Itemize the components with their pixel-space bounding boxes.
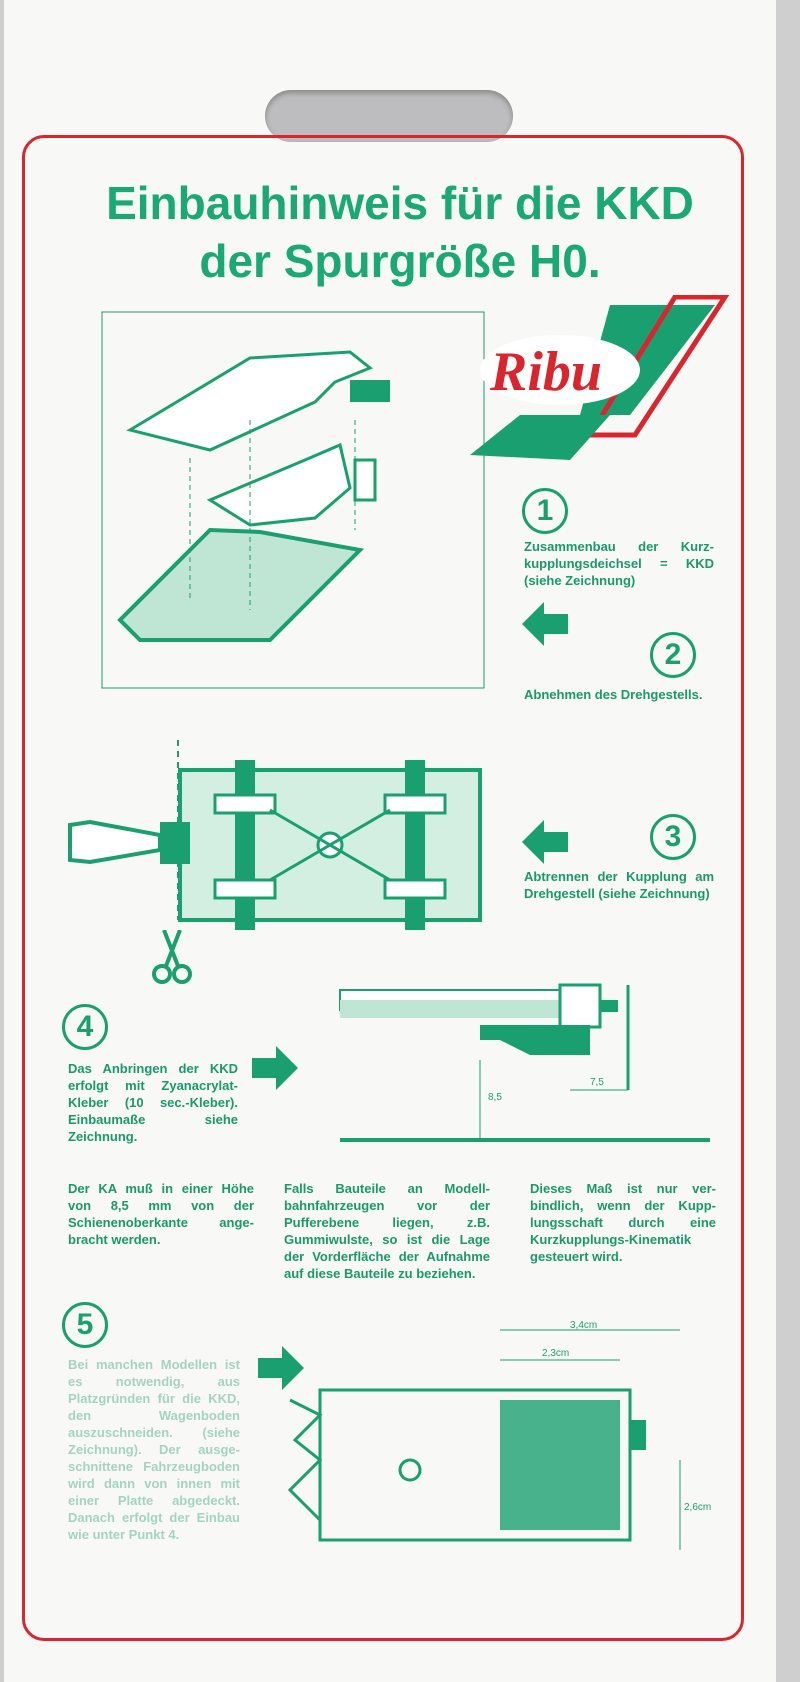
assembly-drawing — [101, 311, 485, 689]
note-column-3: Dieses Maß ist nur ver­bindlich, wenn de… — [530, 1181, 716, 1264]
bogie-drawing — [68, 740, 482, 930]
dim-3-4cm: 3,4cm — [570, 1320, 597, 1331]
hang-hole — [265, 90, 513, 142]
arrow-right-icon — [252, 1046, 298, 1090]
step-1-circle: 1 — [522, 488, 568, 534]
note-column-1: Der KA muß in einer Höhe von 8,5 mm von … — [68, 1181, 254, 1247]
title-line-1: Einbauhinweis für die KKD — [106, 177, 694, 229]
mounting-dimensions-drawing: 7,5 8,5 — [339, 983, 710, 1142]
red-border-frame — [22, 135, 744, 1641]
scissors-icon — [152, 930, 192, 984]
step-4-text: Das Anbringen der KKD erfolgt mit Zyanac… — [68, 1061, 238, 1144]
note-column-2: Falls Bauteile an Modell­bahnfahrzeugen … — [284, 1181, 490, 1281]
step-5-circle: 5 — [62, 1302, 108, 1348]
dim-2-6cm: 2,6cm — [684, 1502, 711, 1513]
step-2-text: Abnehmen des Drehge­stells. — [524, 687, 703, 702]
ribu-logo: Ribu — [470, 295, 730, 460]
step-3-text: Abtrennen der Kupplung am Drehgestell (s… — [524, 869, 714, 901]
step-1-text: Zusammenbau der Kurz­kupplungsdeichsel =… — [524, 539, 714, 588]
arrow-right-icon — [258, 1346, 304, 1390]
arrow-left-icon — [522, 602, 568, 646]
arrow-left-icon — [522, 820, 568, 864]
step-4-circle: 4 — [62, 1004, 108, 1050]
dim-8-5: 8,5 — [488, 1092, 502, 1103]
title-line-2: der Spurgröße H0. — [199, 235, 601, 287]
step-2-circle: 2 — [650, 632, 696, 678]
step-5-text: Bei manchen Modellen ist es notwendig, a… — [68, 1357, 240, 1542]
dim-7-5: 7,5 — [590, 1077, 604, 1088]
logo-text: Ribu — [489, 341, 602, 403]
cutout-drawing: 3,4cm 2,3cm 2,6cm — [287, 1320, 711, 1550]
dim-2-3cm: 2,3cm — [542, 1348, 569, 1359]
step-3-circle: 3 — [650, 814, 696, 860]
